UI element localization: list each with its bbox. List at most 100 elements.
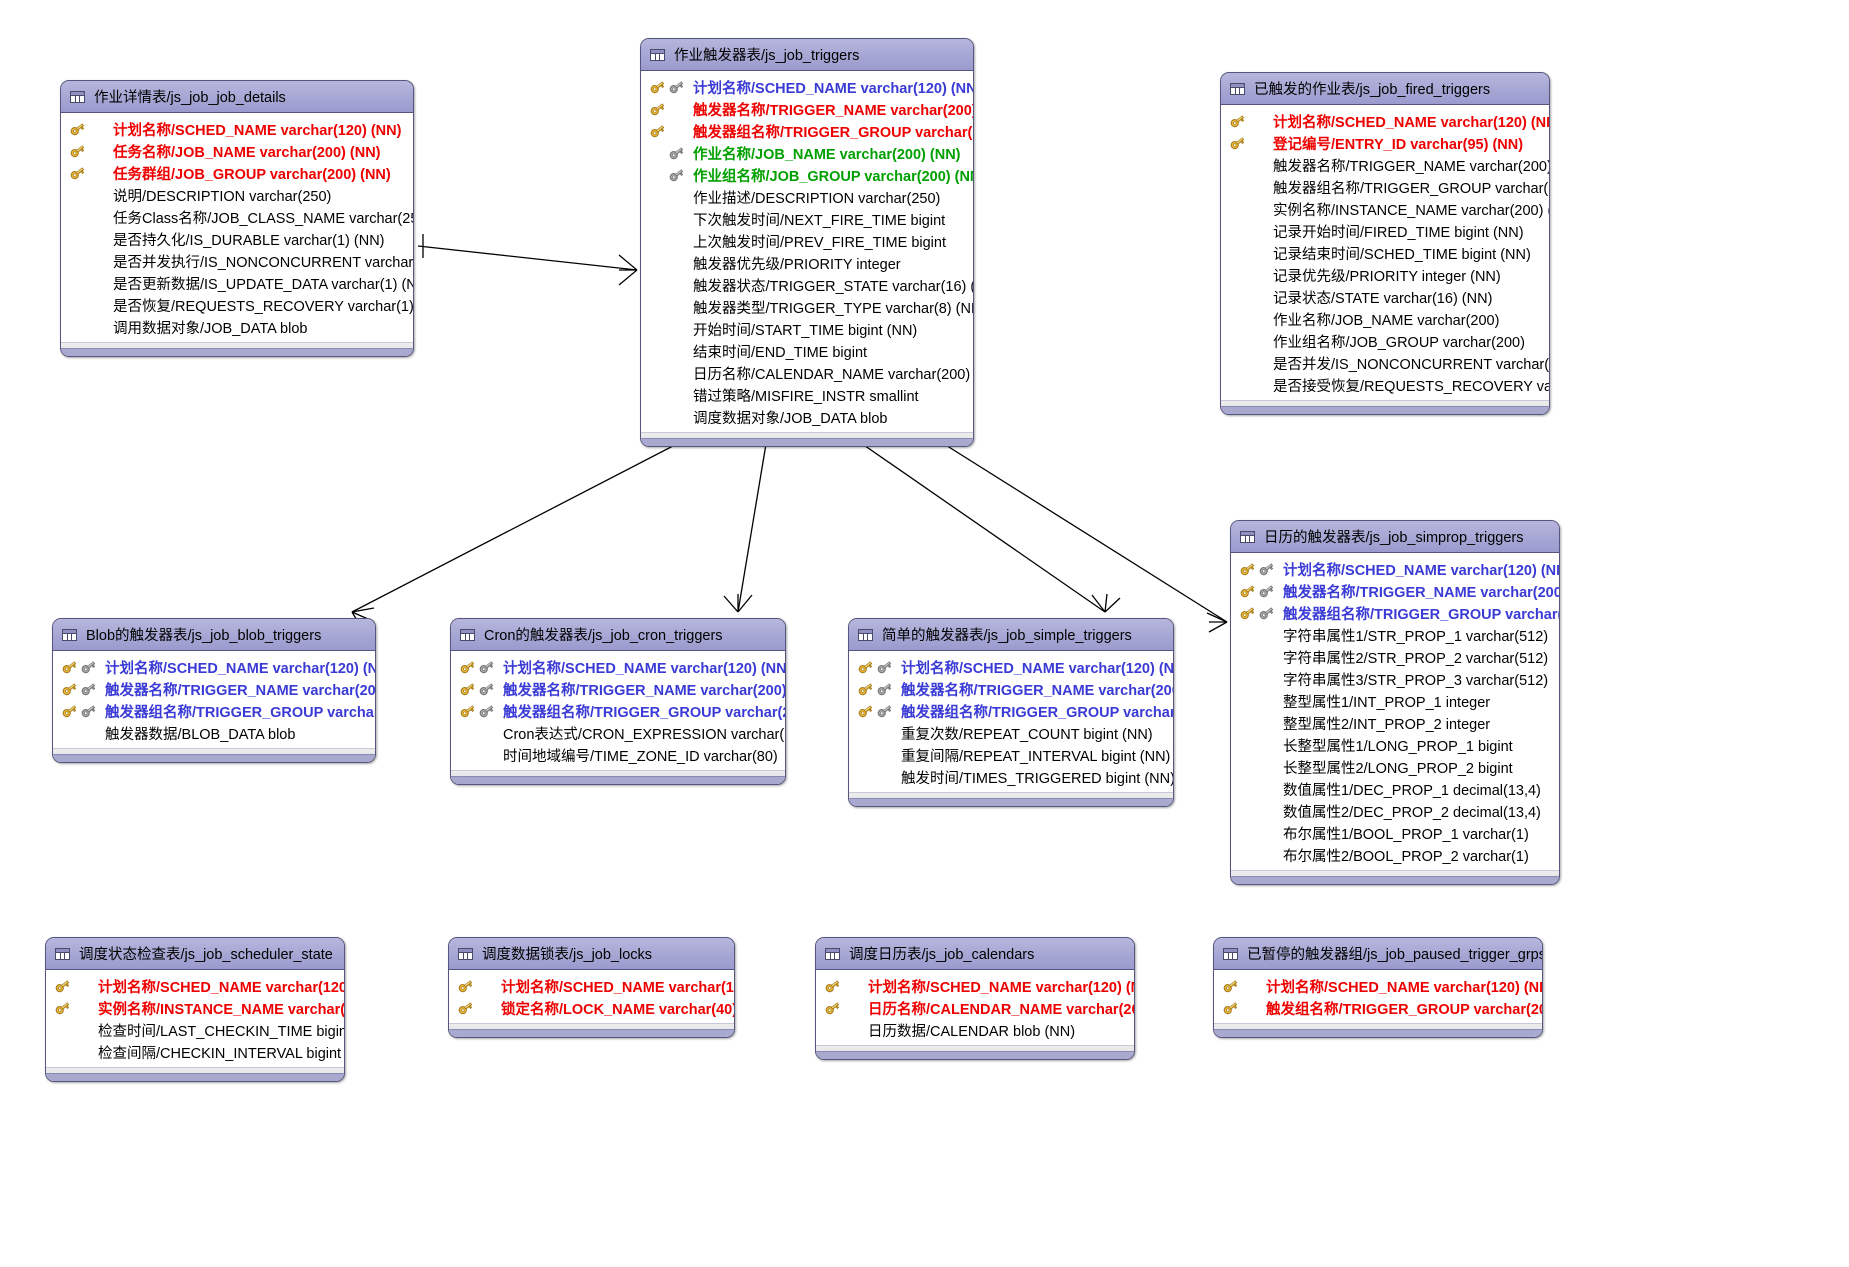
attribute-row[interactable]: 触发器数据/BLOB_DATA blob (53, 722, 375, 744)
attribute-row[interactable]: 作业描述/DESCRIPTION varchar(250) (641, 186, 973, 208)
attribute-row[interactable]: 实例名称/INSTANCE_NAME varchar(200) (NN) (46, 997, 344, 1019)
attribute-row[interactable]: 触发器优先级/PRIORITY integer (641, 252, 973, 274)
attribute-row[interactable]: 触发器名称/TRIGGER_NAME varchar(200) (NN) (1221, 154, 1549, 176)
attribute-row[interactable]: 日历名称/CALENDAR_NAME varchar(200) (641, 362, 973, 384)
attribute-row[interactable]: 锁定名称/LOCK_NAME varchar(40) (NN) (449, 997, 734, 1019)
attribute-row[interactable]: 结束时间/END_TIME bigint (641, 340, 973, 362)
attribute-row[interactable]: 触发器名称/TRIGGER_NAME varchar(200) (NN) (53, 678, 375, 700)
attribute-row[interactable]: 整型属性2/INT_PROP_2 integer (1231, 712, 1559, 734)
attribute-row[interactable]: 检查间隔/CHECKIN_INTERVAL bigint (NN) (46, 1041, 344, 1063)
entity-scheduler_state[interactable]: 调度状态检查表/js_job_scheduler_state 计划名称/SCHED… (45, 937, 345, 1082)
attribute-row[interactable]: 是否接受恢复/REQUESTS_RECOVERY varchar(1) (1221, 374, 1549, 396)
attribute-row[interactable]: 字符串属性1/STR_PROP_1 varchar(512) (1231, 624, 1559, 646)
attribute-row[interactable]: 字符串属性3/STR_PROP_3 varchar(512) (1231, 668, 1559, 690)
attribute-row[interactable]: 触发器名称/TRIGGER_NAME varchar(200) (NN) (451, 678, 785, 700)
entity-fired_triggers[interactable]: 已触发的作业表/js_job_fired_triggers 计划名称/SCHED_… (1220, 72, 1550, 415)
entity-header-job_triggers[interactable]: 作业触发器表/js_job_triggers (641, 39, 973, 71)
attribute-row[interactable]: 作业名称/JOB_NAME varchar(200) (NN) (641, 142, 973, 164)
attribute-row[interactable]: 是否持久化/IS_DURABLE varchar(1) (NN) (61, 228, 413, 250)
entity-job_triggers[interactable]: 作业触发器表/js_job_triggers 计划名称/SCHED_NAME va… (640, 38, 974, 447)
attribute-row[interactable]: 触发器组名称/TRIGGER_GROUP varchar(200) (NN) (1221, 176, 1549, 198)
attribute-row[interactable]: 记录结束时间/SCHED_TIME bigint (NN) (1221, 242, 1549, 264)
entity-job_details[interactable]: 作业详情表/js_job_job_details 计划名称/SCHED_NAME … (60, 80, 414, 357)
attribute-row[interactable]: 数值属性1/DEC_PROP_1 decimal(13,4) (1231, 778, 1559, 800)
entity-locks[interactable]: 调度数据锁表/js_job_locks 计划名称/SCHED_NAME varch… (448, 937, 735, 1038)
attribute-row[interactable]: 触发时间/TIMES_TRIGGERED bigint (NN) (849, 766, 1173, 788)
attribute-row[interactable]: 任务名称/JOB_NAME varchar(200) (NN) (61, 140, 413, 162)
attribute-row[interactable]: 是否恢复/REQUESTS_RECOVERY varchar(1) (NN) (61, 294, 413, 316)
attribute-row[interactable]: 日历名称/CALENDAR_NAME varchar(200) (NN) (816, 997, 1134, 1019)
attribute-row[interactable]: 上次触发时间/PREV_FIRE_TIME bigint (641, 230, 973, 252)
entity-header-job_details[interactable]: 作业详情表/js_job_job_details (61, 81, 413, 113)
entity-header-locks[interactable]: 调度数据锁表/js_job_locks (449, 938, 734, 970)
attribute-row[interactable]: 触发器类型/TRIGGER_TYPE varchar(8) (NN) (641, 296, 973, 318)
attribute-row[interactable]: 计划名称/SCHED_NAME varchar(120) (NN) (1221, 110, 1549, 132)
attribute-row[interactable]: 检查时间/LAST_CHECKIN_TIME bigint (NN) (46, 1019, 344, 1041)
attribute-row[interactable]: 触发器组名称/TRIGGER_GROUP varchar(200) (NN) (451, 700, 785, 722)
entity-header-cron_triggers[interactable]: Cron的触发器表/js_job_cron_triggers (451, 619, 785, 651)
entity-header-paused_trigger_grps[interactable]: 已暂停的触发器组/js_job_paused_trigger_grps (1214, 938, 1542, 970)
attribute-row[interactable]: 触发器组名称/TRIGGER_GROUP varchar(200) (NN) (53, 700, 375, 722)
attribute-row[interactable]: 计划名称/SCHED_NAME varchar(120) (NN) (641, 76, 973, 98)
entity-cron_triggers[interactable]: Cron的触发器表/js_job_cron_triggers 计划名称/SCHED… (450, 618, 786, 785)
entity-header-scheduler_state[interactable]: 调度状态检查表/js_job_scheduler_state (46, 938, 344, 970)
attribute-row[interactable]: 记录开始时间/FIRED_TIME bigint (NN) (1221, 220, 1549, 242)
attribute-row[interactable]: 开始时间/START_TIME bigint (NN) (641, 318, 973, 340)
attribute-row[interactable]: 是否更新数据/IS_UPDATE_DATA varchar(1) (NN) (61, 272, 413, 294)
entity-header-fired_triggers[interactable]: 已触发的作业表/js_job_fired_triggers (1221, 73, 1549, 105)
attribute-row[interactable]: 计划名称/SCHED_NAME varchar(120) (NN) (849, 656, 1173, 678)
entity-paused_trigger_grps[interactable]: 已暂停的触发器组/js_job_paused_trigger_grps 计划名称/… (1213, 937, 1543, 1038)
entity-header-simple_triggers[interactable]: 简单的触发器表/js_job_simple_triggers (849, 619, 1173, 651)
entity-header-simprop_triggers[interactable]: 日历的触发器表/js_job_simprop_triggers (1231, 521, 1559, 553)
attribute-row[interactable]: 计划名称/SCHED_NAME varchar(120) (NN) (61, 118, 413, 140)
attribute-row[interactable]: 触发组名称/TRIGGER_GROUP varchar(200) (NN) (1214, 997, 1542, 1019)
attribute-row[interactable]: 说明/DESCRIPTION varchar(250) (61, 184, 413, 206)
attribute-row[interactable]: 作业名称/JOB_NAME varchar(200) (1221, 308, 1549, 330)
attribute-row[interactable]: 计划名称/SCHED_NAME varchar(120) (NN) (1214, 975, 1542, 997)
attribute-row[interactable]: 任务群组/JOB_GROUP varchar(200) (NN) (61, 162, 413, 184)
attribute-row[interactable]: 是否并发执行/IS_NONCONCURRENT varchar(1) (NN) (61, 250, 413, 272)
attribute-row[interactable]: 计划名称/SCHED_NAME varchar(120) (NN) (451, 656, 785, 678)
attribute-row[interactable]: Cron表达式/CRON_EXPRESSION varchar(120) (NN… (451, 722, 785, 744)
attribute-row[interactable]: 触发器组名称/TRIGGER_GROUP varchar(200) (NN) (641, 120, 973, 142)
attribute-row[interactable]: 数值属性2/DEC_PROP_2 decimal(13,4) (1231, 800, 1559, 822)
entity-simprop_triggers[interactable]: 日历的触发器表/js_job_simprop_triggers 计划名称/SCHE… (1230, 520, 1560, 885)
entity-simple_triggers[interactable]: 简单的触发器表/js_job_simple_triggers 计划名称/SCHED… (848, 618, 1174, 807)
attribute-row[interactable]: 调度数据对象/JOB_DATA blob (641, 406, 973, 428)
attribute-row[interactable]: 长整型属性1/LONG_PROP_1 bigint (1231, 734, 1559, 756)
attribute-row[interactable]: 作业组名称/JOB_GROUP varchar(200) (NN) (641, 164, 973, 186)
attribute-row[interactable]: 作业组名称/JOB_GROUP varchar(200) (1221, 330, 1549, 352)
attribute-row[interactable]: 重复间隔/REPEAT_INTERVAL bigint (NN) (849, 744, 1173, 766)
attribute-row[interactable]: 时间地域编号/TIME_ZONE_ID varchar(80) (451, 744, 785, 766)
attribute-row[interactable]: 错过策略/MISFIRE_INSTR smallint (641, 384, 973, 406)
attribute-row[interactable]: 是否并发/IS_NONCONCURRENT varchar(1) (1221, 352, 1549, 374)
attribute-row[interactable]: 布尔属性2/BOOL_PROP_2 varchar(1) (1231, 844, 1559, 866)
entity-header-calendars[interactable]: 调度日历表/js_job_calendars (816, 938, 1134, 970)
attribute-row[interactable]: 触发器状态/TRIGGER_STATE varchar(16) (NN) (641, 274, 973, 296)
attribute-row[interactable]: 下次触发时间/NEXT_FIRE_TIME bigint (641, 208, 973, 230)
attribute-row[interactable]: 记录状态/STATE varchar(16) (NN) (1221, 286, 1549, 308)
attribute-row[interactable]: 计划名称/SCHED_NAME varchar(120) (NN) (46, 975, 344, 997)
entity-header-blob_triggers[interactable]: Blob的触发器表/js_job_blob_triggers (53, 619, 375, 651)
attribute-row[interactable]: 长整型属性2/LONG_PROP_2 bigint (1231, 756, 1559, 778)
attribute-row[interactable]: 登记编号/ENTRY_ID varchar(95) (NN) (1221, 132, 1549, 154)
attribute-row[interactable]: 实例名称/INSTANCE_NAME varchar(200) (NN) (1221, 198, 1549, 220)
attribute-row[interactable]: 任务Class名称/JOB_CLASS_NAME varchar(250) (N… (61, 206, 413, 228)
attribute-row[interactable]: 计划名称/SCHED_NAME varchar(120) (NN) (1231, 558, 1559, 580)
entity-blob_triggers[interactable]: Blob的触发器表/js_job_blob_triggers 计划名称/SCHED… (52, 618, 376, 763)
entity-calendars[interactable]: 调度日历表/js_job_calendars 计划名称/SCHED_NAME va… (815, 937, 1135, 1060)
attribute-row[interactable]: 整型属性1/INT_PROP_1 integer (1231, 690, 1559, 712)
attribute-row[interactable]: 触发器名称/TRIGGER_NAME varchar(200) (NN) (641, 98, 973, 120)
attribute-row[interactable]: 触发器名称/TRIGGER_NAME varchar(200) (NN) (1231, 580, 1559, 602)
attribute-row[interactable]: 触发器组名称/TRIGGER_GROUP varchar(200) (NN) (849, 700, 1173, 722)
attribute-row[interactable]: 重复次数/REPEAT_COUNT bigint (NN) (849, 722, 1173, 744)
attribute-row[interactable]: 计划名称/SCHED_NAME varchar(120) (NN) (816, 975, 1134, 997)
attribute-row[interactable]: 调用数据对象/JOB_DATA blob (61, 316, 413, 338)
attribute-row[interactable]: 日历数据/CALENDAR blob (NN) (816, 1019, 1134, 1041)
attribute-row[interactable]: 字符串属性2/STR_PROP_2 varchar(512) (1231, 646, 1559, 668)
attribute-row[interactable]: 计划名称/SCHED_NAME varchar(120) (NN) (53, 656, 375, 678)
attribute-row[interactable]: 触发器名称/TRIGGER_NAME varchar(200) (NN) (849, 678, 1173, 700)
attribute-row[interactable]: 布尔属性1/BOOL_PROP_1 varchar(1) (1231, 822, 1559, 844)
attribute-row[interactable]: 计划名称/SCHED_NAME varchar(120) (NN) (449, 975, 734, 997)
attribute-row[interactable]: 记录优先级/PRIORITY integer (NN) (1221, 264, 1549, 286)
